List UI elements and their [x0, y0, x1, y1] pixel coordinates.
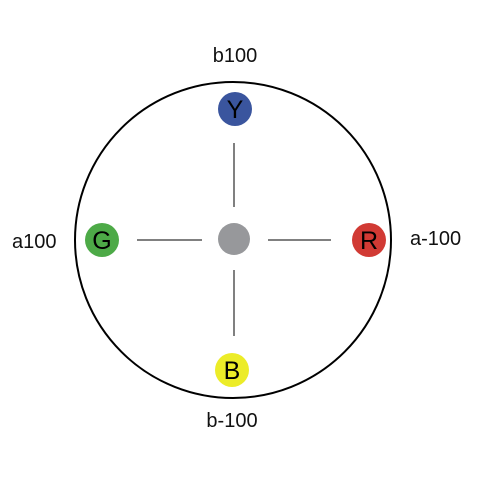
- y-node: [218, 92, 252, 126]
- axis-label-left: a100: [12, 231, 57, 253]
- axis-label-top: b100: [213, 45, 258, 67]
- y-node-letter: Y: [227, 96, 244, 124]
- axis-label-right: a-100: [410, 228, 461, 250]
- r-node: [352, 223, 386, 257]
- b-node-letter: B: [224, 357, 241, 385]
- r-node-letter: R: [360, 227, 378, 255]
- outer-circle: [74, 81, 392, 399]
- center-node: [218, 223, 250, 255]
- g-node: [85, 223, 119, 257]
- g-node-letter: G: [92, 227, 111, 255]
- b-node: [215, 353, 249, 387]
- axis-label-bottom: b-100: [206, 410, 257, 432]
